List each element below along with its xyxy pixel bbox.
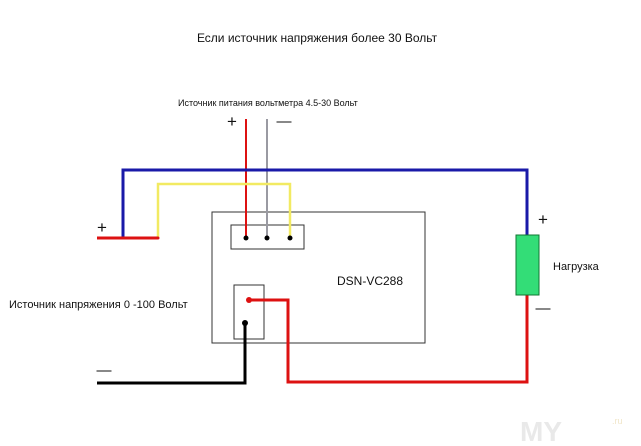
pin-dot-3 <box>287 235 293 241</box>
pin-dot-5 <box>242 320 248 326</box>
measurement-connector <box>233 284 265 340</box>
load-label: Нагрузка <box>553 261 600 273</box>
source-minus-sign: — <box>97 362 112 379</box>
source-minus-wire <box>97 323 247 385</box>
watermark-logo: MY <box>520 416 562 446</box>
load-return-wire <box>249 295 529 384</box>
junction-dot-1 <box>156 236 160 240</box>
supply-plus-sign: + <box>227 112 237 131</box>
pin-dot-4 <box>246 297 252 303</box>
source-plus-sign: + <box>97 218 107 237</box>
load-plus-sign: + <box>538 210 548 229</box>
positive-bus-wire <box>121 168 529 238</box>
pin-dot-1 <box>243 235 249 241</box>
module-name: DSN-VC288 <box>337 274 403 288</box>
supply-minus-sign: — <box>277 113 292 130</box>
source-label: Источник напряжения 0 -100 Вольт <box>9 299 188 311</box>
pin-dot-2 <box>264 235 270 241</box>
diagram-title: Если источник напряжения более 30 Вольт <box>197 31 438 45</box>
voltmeter-supply-label: Источник питания вольтметра 4.5-30 Вольт <box>178 98 358 108</box>
watermark-suffix: .ru <box>612 416 623 426</box>
load-minus-sign: — <box>536 300 551 317</box>
junction-dot-2 <box>195 381 199 385</box>
sense-wire <box>156 182 292 237</box>
load-element <box>515 234 540 296</box>
